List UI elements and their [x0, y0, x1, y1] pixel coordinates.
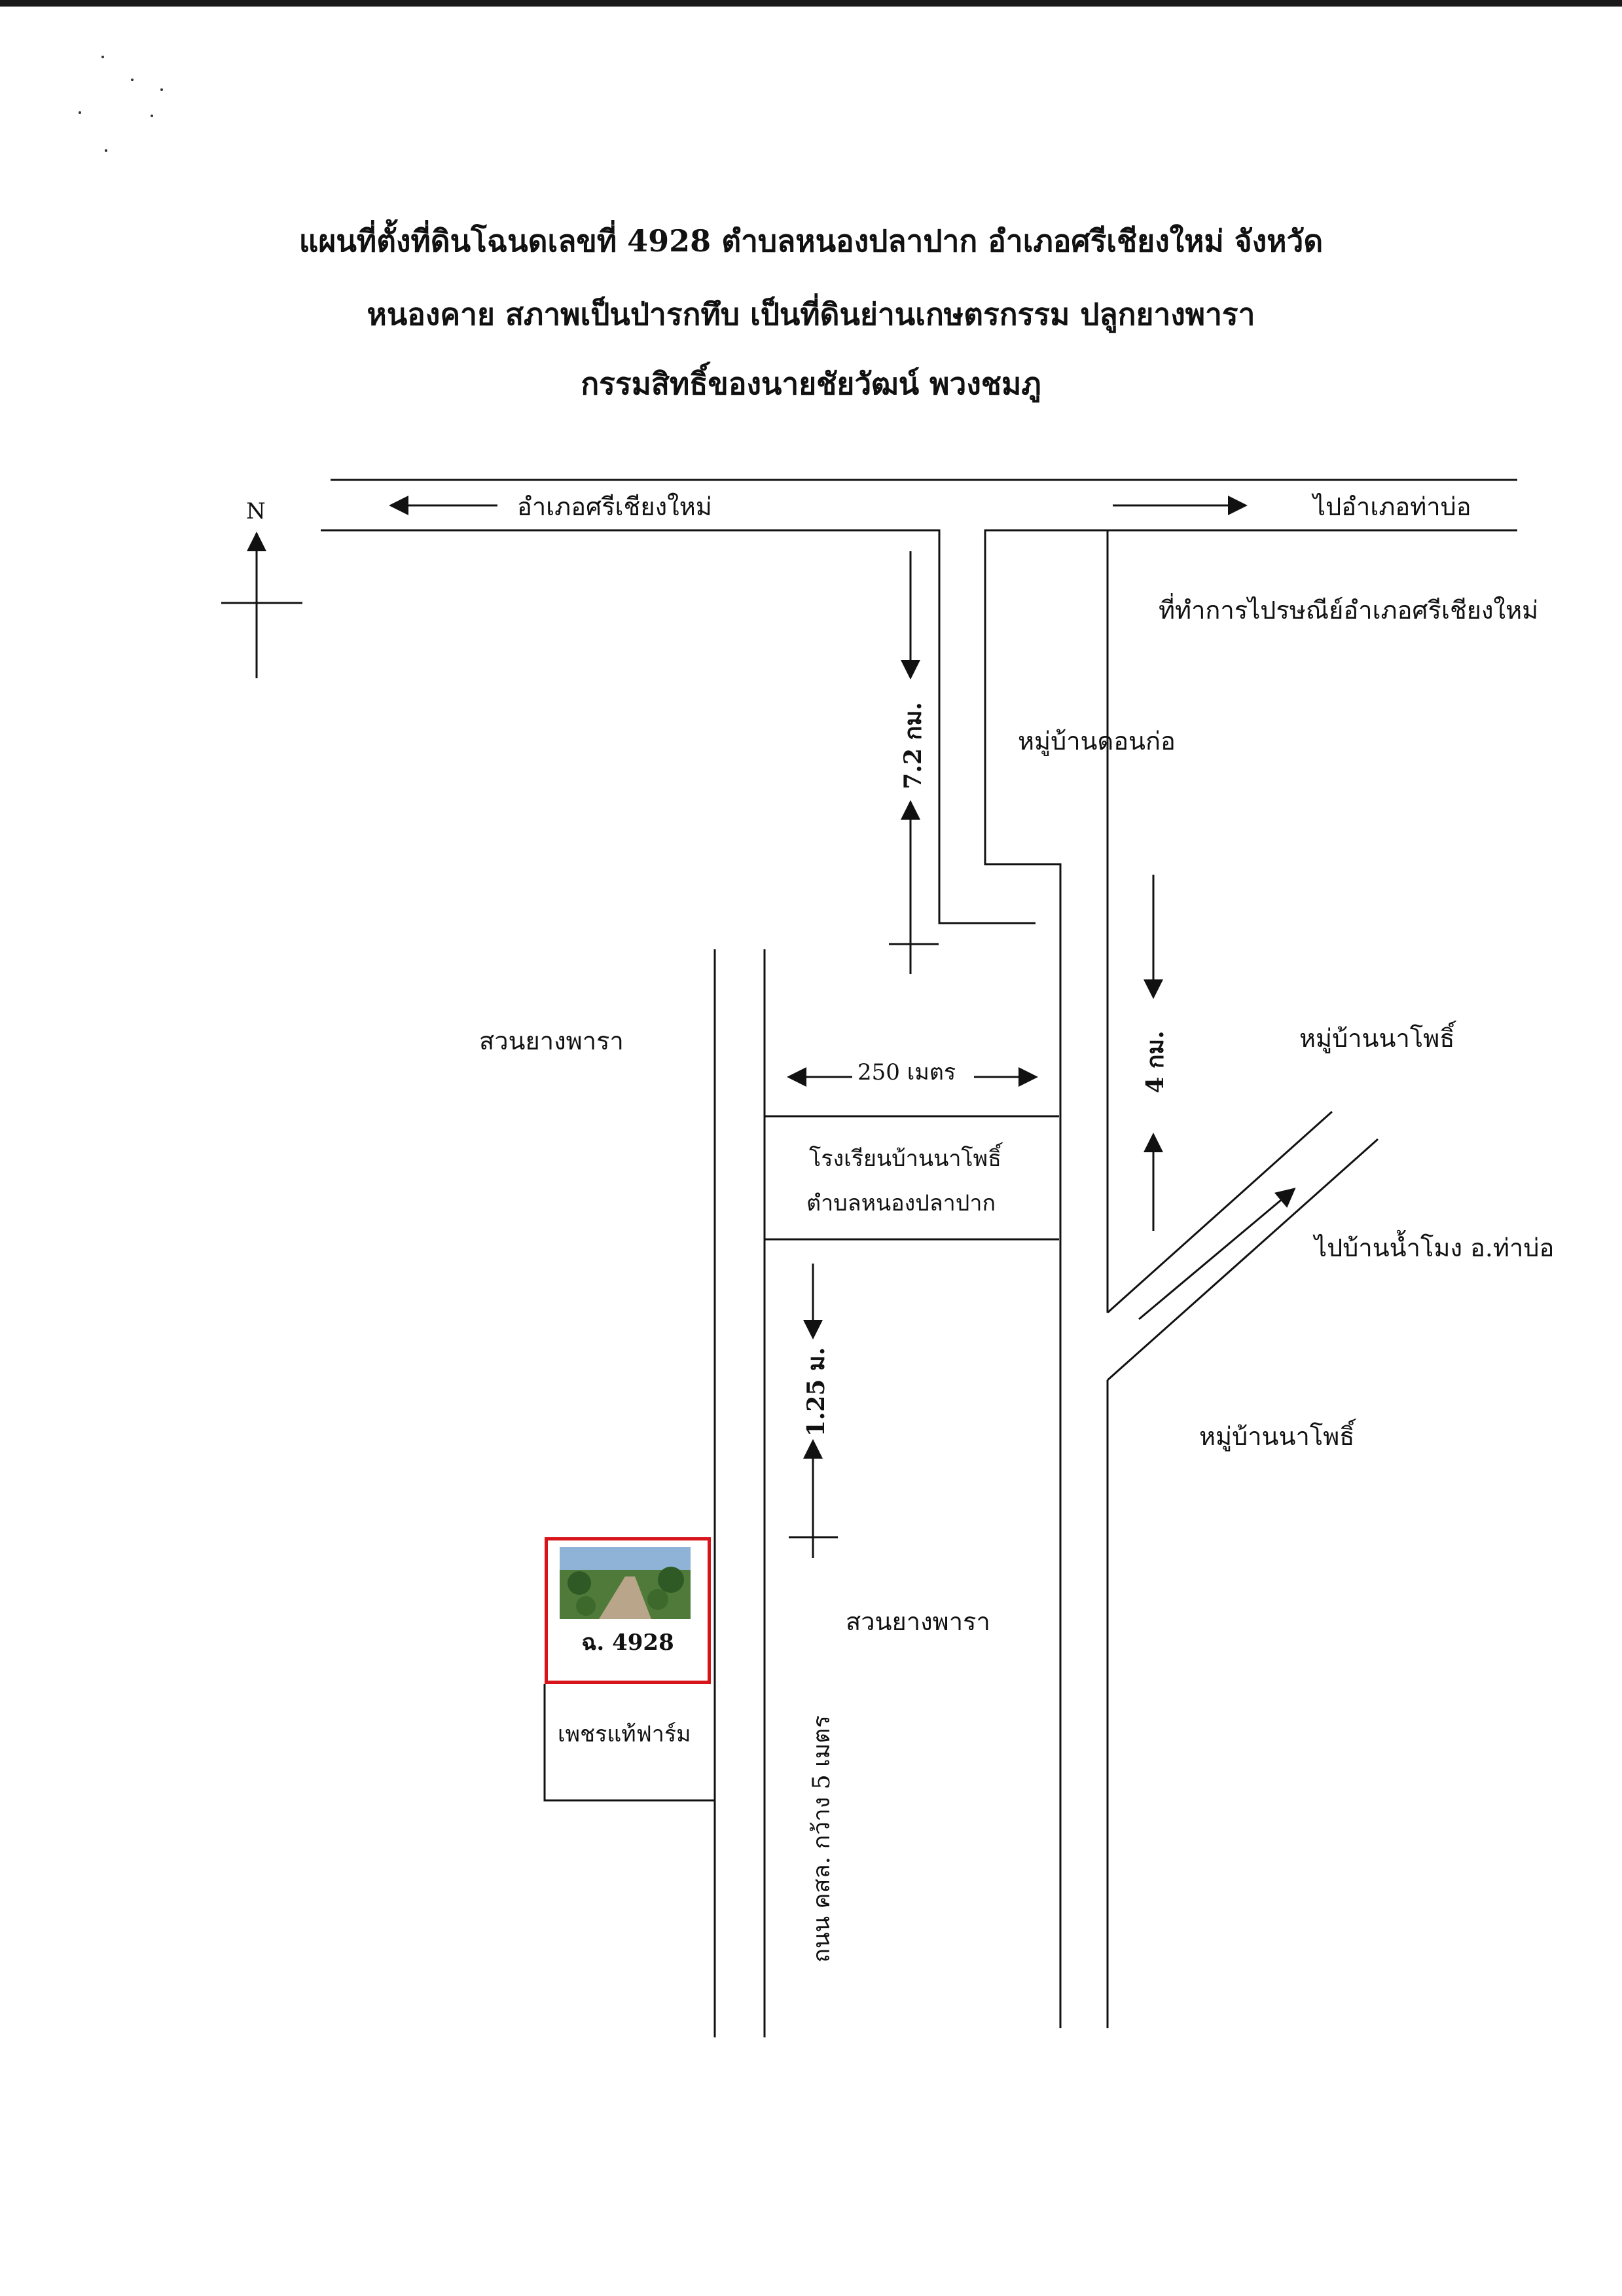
scan-speck	[105, 149, 107, 152]
farm-label: เพชรแท้ฟาร์ม	[558, 1721, 691, 1747]
north-label: N	[246, 498, 266, 524]
school-label-line-1: โรงเรียนบ้านนาโพธิ์	[809, 1146, 1001, 1172]
arrow-branch	[1138, 1188, 1296, 1321]
map-title-line-2: หนองคาย สภาพเป็นป่ารกทึบ เป็นที่ดินย่านเ…	[367, 297, 1255, 332]
school-label-line-2: ตำบลหนองปลาปาก	[806, 1190, 996, 1216]
feeder-road-label: ถนน คสล. กว้าง 5 เมตร	[808, 1715, 835, 1963]
rubber-plantation-center-label: สวนยางพารา	[846, 1607, 990, 1636]
village-don-kor-label: หมู่บ้านดอนก่อ	[1018, 727, 1176, 756]
map-title-line-3: กรรมสิทธิ์ของนายชัยวัฒน์ พวงชมภู	[581, 366, 1041, 401]
distance-7-2-km: 7.2 กม.	[899, 702, 927, 790]
main-road-south-edge-east	[984, 529, 1517, 2028]
distance-250-m: 250 เมตร	[857, 1059, 956, 1085]
distance-4-km: 4 กม.	[1142, 1030, 1169, 1093]
plot-deed-label: ฉ. 4928	[581, 1630, 674, 1656]
road-label-tha-bo: ไปอำเภอท่าบ่อ	[1313, 492, 1471, 521]
rubber-plantation-west-label: สวนยางพารา	[479, 1027, 624, 1055]
post-office-label: ที่ทำการไปรษณีย์อำเภอศรีเชียงใหม่	[1159, 596, 1539, 625]
branch-road-edge-2	[1107, 1138, 1379, 1381]
page-top-edge	[0, 0, 1622, 7]
village-na-pho-label-1: หมู่บ้านนาโพธิ์	[1299, 1024, 1455, 1053]
scan-speck	[79, 111, 81, 114]
road-label-sri-chiang-mai: อำเภอศรีเชียงใหม่	[517, 492, 712, 521]
scan-speck	[160, 88, 163, 91]
farm-block-outline	[543, 1684, 715, 1802]
scan-speck	[151, 115, 153, 117]
subject-land-plot: ฉ. 4928	[545, 1537, 711, 1684]
land-photo	[560, 1547, 691, 1619]
map-title-line-1: แผนที่ตั้งที่ดินโฉนดเลขที่ 4928 ตำบลหนอง…	[298, 223, 1324, 259]
scan-speck	[101, 56, 104, 58]
road-label-ban-nam-mong: ไปบ้านน้ำโมง อ.ท่าบ่อ	[1314, 1233, 1555, 1262]
distance-1-25: 1.25 ม.	[802, 1347, 830, 1437]
village-na-pho-label-2: หมู่บ้านนาโพธิ์	[1199, 1422, 1355, 1451]
scan-speck	[131, 79, 134, 81]
main-road-south-edge-west	[321, 529, 1036, 924]
branch-road-edge-1	[1106, 1110, 1333, 1314]
